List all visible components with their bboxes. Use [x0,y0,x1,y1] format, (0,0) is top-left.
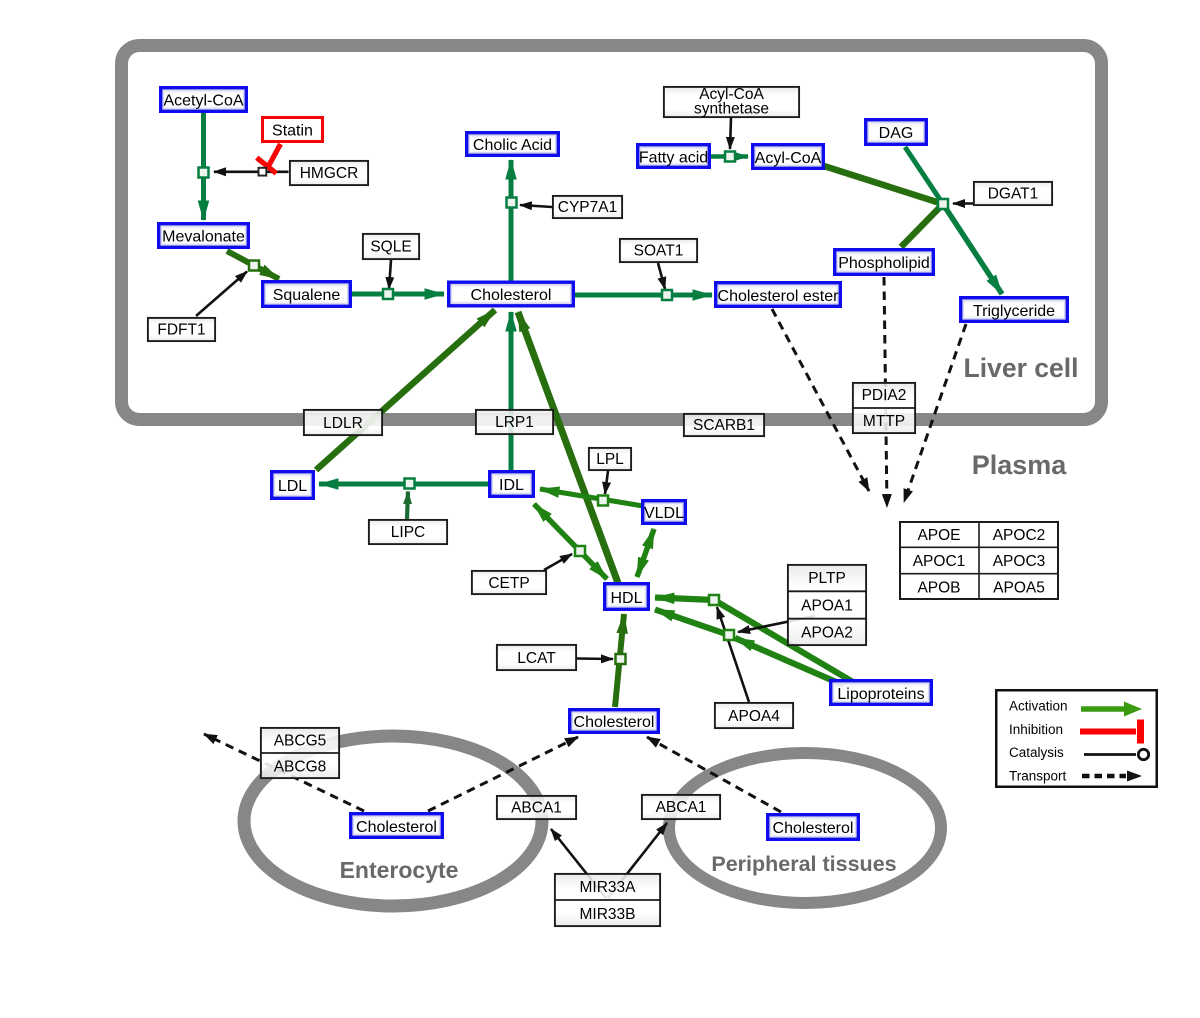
svg-text:Cholesterol: Cholesterol [773,820,854,837]
svg-text:Triglyceride: Triglyceride [973,303,1055,320]
svg-text:MIR33A: MIR33A [580,879,637,896]
svg-text:LDLR: LDLR [323,415,363,432]
svg-text:Cholesterol: Cholesterol [574,714,655,731]
svg-text:Cholesterol ester: Cholesterol ester [718,288,840,305]
svg-text:APOA1: APOA1 [801,598,853,615]
svg-text:Plasma: Plasma [972,450,1068,480]
svg-text:ABCA1: ABCA1 [656,799,707,816]
svg-text:CYP7A1: CYP7A1 [558,199,617,216]
svg-text:VLDL: VLDL [644,505,684,522]
svg-text:APOE: APOE [917,527,960,544]
svg-text:Phospholipid: Phospholipid [838,255,930,272]
svg-text:HMGCR: HMGCR [300,165,359,182]
svg-text:MTTP: MTTP [863,413,905,430]
svg-text:CETP: CETP [488,575,529,592]
svg-text:APOB: APOB [917,580,960,597]
svg-text:ABCG5: ABCG5 [274,733,327,750]
svg-text:LIPC: LIPC [391,524,425,541]
svg-text:DAG: DAG [879,125,914,142]
svg-text:Statin: Statin [272,123,313,140]
svg-text:SQLE: SQLE [370,239,411,256]
svg-text:FDFT1: FDFT1 [157,322,205,339]
svg-text:LCAT: LCAT [517,650,556,667]
svg-text:APOC2: APOC2 [993,527,1046,544]
svg-text:APOA5: APOA5 [993,580,1045,597]
svg-text:APOA4: APOA4 [728,708,780,725]
svg-text:APOC3: APOC3 [993,553,1046,570]
svg-text:Cholesterol: Cholesterol [471,287,552,304]
svg-text:DGAT1: DGAT1 [988,186,1039,203]
svg-text:Peripheral tissues: Peripheral tissues [711,852,896,876]
svg-text:ABCA1: ABCA1 [511,800,562,817]
svg-text:SOAT1: SOAT1 [634,243,684,260]
svg-text:ABCG8: ABCG8 [274,759,327,776]
svg-text:IDL: IDL [499,477,524,494]
svg-text:LRP1: LRP1 [495,414,534,431]
svg-text:Acyl-CoA: Acyl-CoA [755,150,822,167]
svg-text:Mevalonate: Mevalonate [162,229,245,246]
svg-text:APOA2: APOA2 [801,625,853,642]
svg-text:Cholic Acid: Cholic Acid [473,137,552,154]
svg-text:Acetyl-CoA: Acetyl-CoA [163,93,243,110]
svg-text:Fatty acid: Fatty acid [639,150,708,167]
svg-text:Activation: Activation [1009,699,1068,714]
svg-text:Cholesterol: Cholesterol [356,819,437,836]
svg-text:SCARB1: SCARB1 [693,417,755,434]
svg-text:Squalene: Squalene [273,287,341,304]
svg-text:PLTP: PLTP [808,570,846,587]
svg-text:Inhibition: Inhibition [1009,722,1063,737]
svg-text:Liver cell: Liver cell [964,353,1079,383]
svg-text:PDIA2: PDIA2 [862,387,907,404]
svg-text:HDL: HDL [610,590,642,607]
svg-text:Lipoproteins: Lipoproteins [837,686,924,703]
svg-text:Acyl-CoA: Acyl-CoA [699,86,764,103]
svg-text:synthetase: synthetase [694,101,769,118]
svg-text:Enterocyte: Enterocyte [340,857,459,883]
svg-text:Transport: Transport [1009,768,1067,783]
svg-text:LDL: LDL [278,478,307,495]
svg-text:Catalysis: Catalysis [1009,745,1064,760]
svg-text:MIR33B: MIR33B [580,906,636,923]
svg-text:APOC1: APOC1 [913,553,966,570]
svg-text:LPL: LPL [596,451,624,468]
